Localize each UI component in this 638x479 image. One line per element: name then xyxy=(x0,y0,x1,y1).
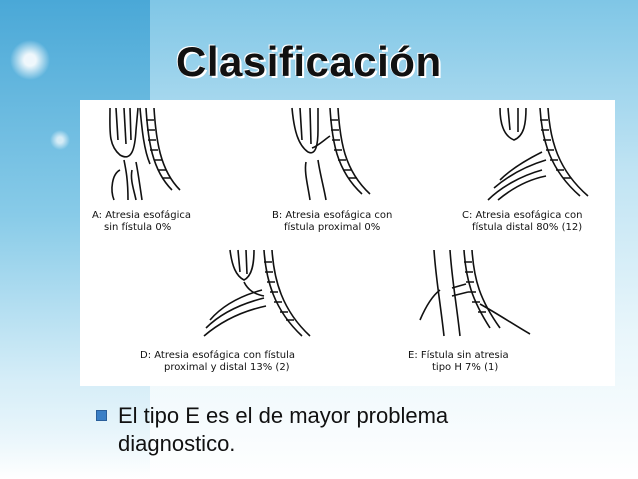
panel-b-line1: B: Atresia esofágica con xyxy=(272,210,393,221)
panel-e-line1: E: Fístula sin atresia xyxy=(408,350,509,361)
bullet-list: El tipo E es el de mayor problema diagno… xyxy=(96,402,616,476)
panel-a-drawing xyxy=(109,107,181,201)
panel-a-line2: sin fístula 0% xyxy=(104,222,172,233)
panel-c-line2: fístula distal 80% (12) xyxy=(472,222,583,233)
anatomy-drawings xyxy=(109,107,589,337)
panel-d-line2: proximal y distal 13% (2) xyxy=(164,362,290,373)
panel-e-line2: tipo H 7% (1) xyxy=(432,362,499,373)
bullet-line2: diagnostico. xyxy=(118,431,236,456)
panel-d-drawing xyxy=(203,249,311,337)
bullet-line1: El tipo E es el de mayor problema xyxy=(118,403,449,428)
panel-a-line1: A: Atresia esofágica xyxy=(92,210,192,221)
panel-c-line1: C: Atresia esofágica con xyxy=(462,210,583,221)
panel-e-drawing xyxy=(419,249,531,337)
panel-e-label: E: Fístula sin atresia tipo H 7% (1) xyxy=(408,350,509,374)
bullet-square-icon xyxy=(96,410,107,421)
panel-b-drawing xyxy=(291,107,371,201)
panel-d-label: D: Atresia esofágica con fístula proxima… xyxy=(140,350,295,374)
panel-b-label: B: Atresia esofágica con fístula proxima… xyxy=(272,210,392,234)
classification-figure: A: Atresia esofágica sin fístula 0% B: A… xyxy=(80,100,615,386)
panel-a-label: A: Atresia esofágica sin fístula 0% xyxy=(92,210,191,234)
bullet-item: El tipo E es el de mayor problema diagno… xyxy=(118,402,598,458)
panel-b-line2: fístula proximal 0% xyxy=(284,222,381,233)
panel-c-label: C: Atresia esofágica con fístula distal … xyxy=(462,210,582,234)
panel-d-line1: D: Atresia esofágica con fístula xyxy=(140,350,296,361)
slide-title: Clasificación xyxy=(176,38,442,85)
panel-c-drawing xyxy=(487,107,589,201)
